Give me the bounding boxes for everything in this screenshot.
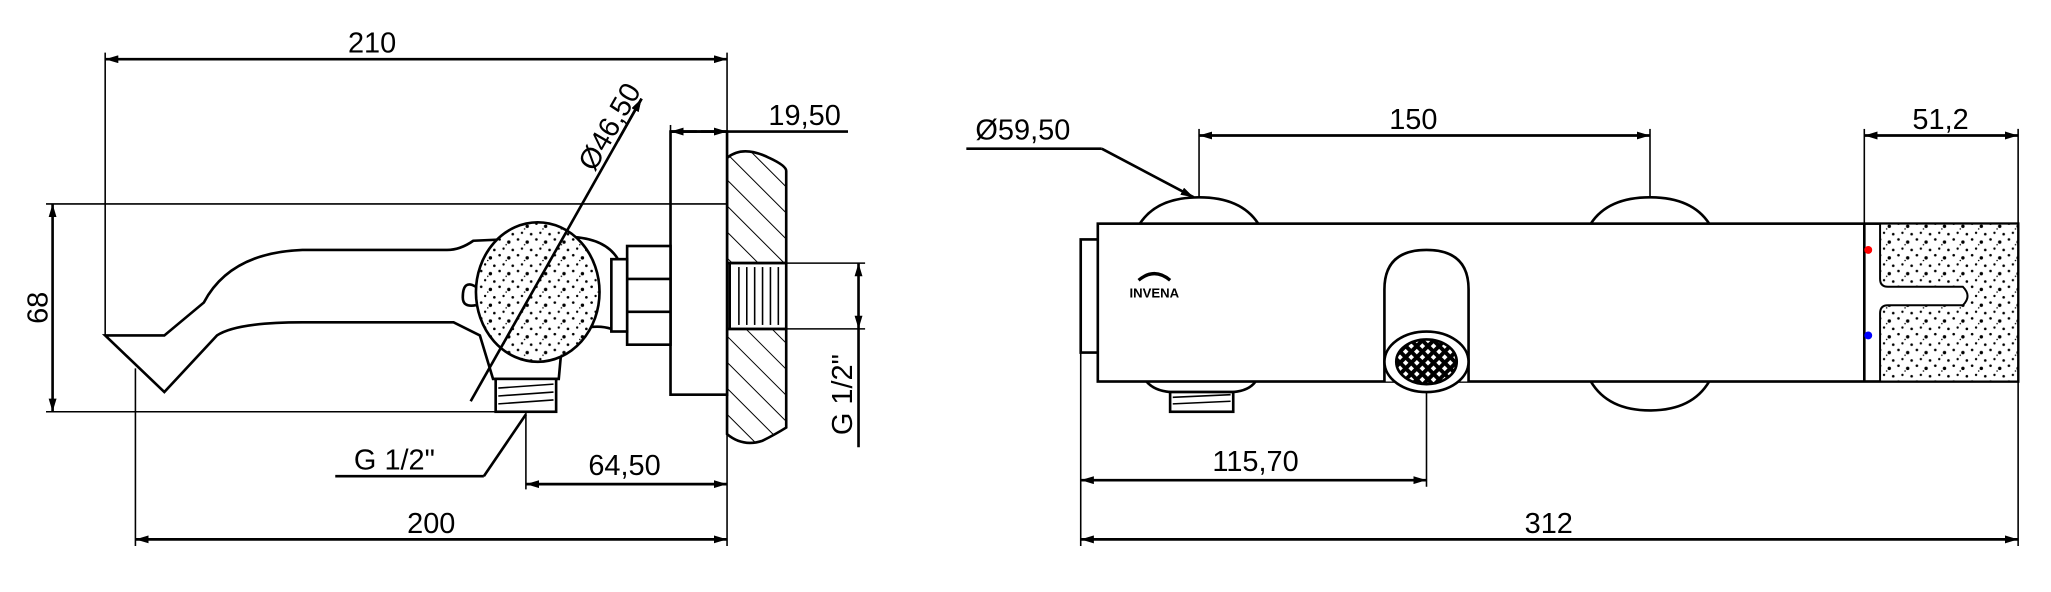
- dim-overall-top: 210: [348, 28, 396, 60]
- dim-flange: 19,50: [768, 100, 840, 132]
- side-view: 210 68 Ø46,50 19,50 G 1/2" 64,50 200: [22, 28, 866, 546]
- dim-line-knob: [469, 98, 643, 402]
- side-cap: [1079, 238, 1100, 354]
- wall-section-bottom: [725, 327, 788, 445]
- dim-height: 68: [22, 292, 54, 324]
- dim-knob-diameter: Ø46,50: [573, 78, 648, 176]
- thermostat-cartridge: [1879, 222, 2020, 383]
- dim-outlet-offset: 64,50: [588, 450, 660, 482]
- dim-inlet-thread: G 1/2": [827, 354, 859, 435]
- connection-nut: [625, 244, 672, 346]
- dim-cap-diameter: Ø59,50: [975, 114, 1070, 146]
- dim-overall-width: 312: [1525, 508, 1573, 540]
- wall-flange: [669, 130, 729, 396]
- brand-logo: INVENA: [1130, 271, 1180, 300]
- aerator: [1394, 338, 1459, 386]
- inlet-thread-lines: [738, 267, 780, 325]
- dim-overall-bottom: 200: [407, 508, 455, 540]
- dim-outlet-thread: G 1/2": [354, 445, 435, 477]
- cap-left-top: [1138, 196, 1260, 225]
- dim-cartridge: 51,2: [1912, 104, 1968, 136]
- hot-indicator: [1864, 246, 1873, 254]
- knob: [474, 221, 601, 364]
- dim-spout-position: 115,70: [1212, 446, 1298, 478]
- cold-indicator: [1864, 331, 1873, 340]
- svg-text:INVENA: INVENA: [1130, 285, 1180, 300]
- dim-centers: 150: [1389, 104, 1437, 136]
- front-view: INVENA Ø59,50 150 51,2 115,70 312: [966, 104, 2020, 546]
- wall-section-top: [725, 149, 788, 265]
- cap-right-bottom: [1589, 380, 1711, 412]
- cap-right-top: [1589, 196, 1711, 225]
